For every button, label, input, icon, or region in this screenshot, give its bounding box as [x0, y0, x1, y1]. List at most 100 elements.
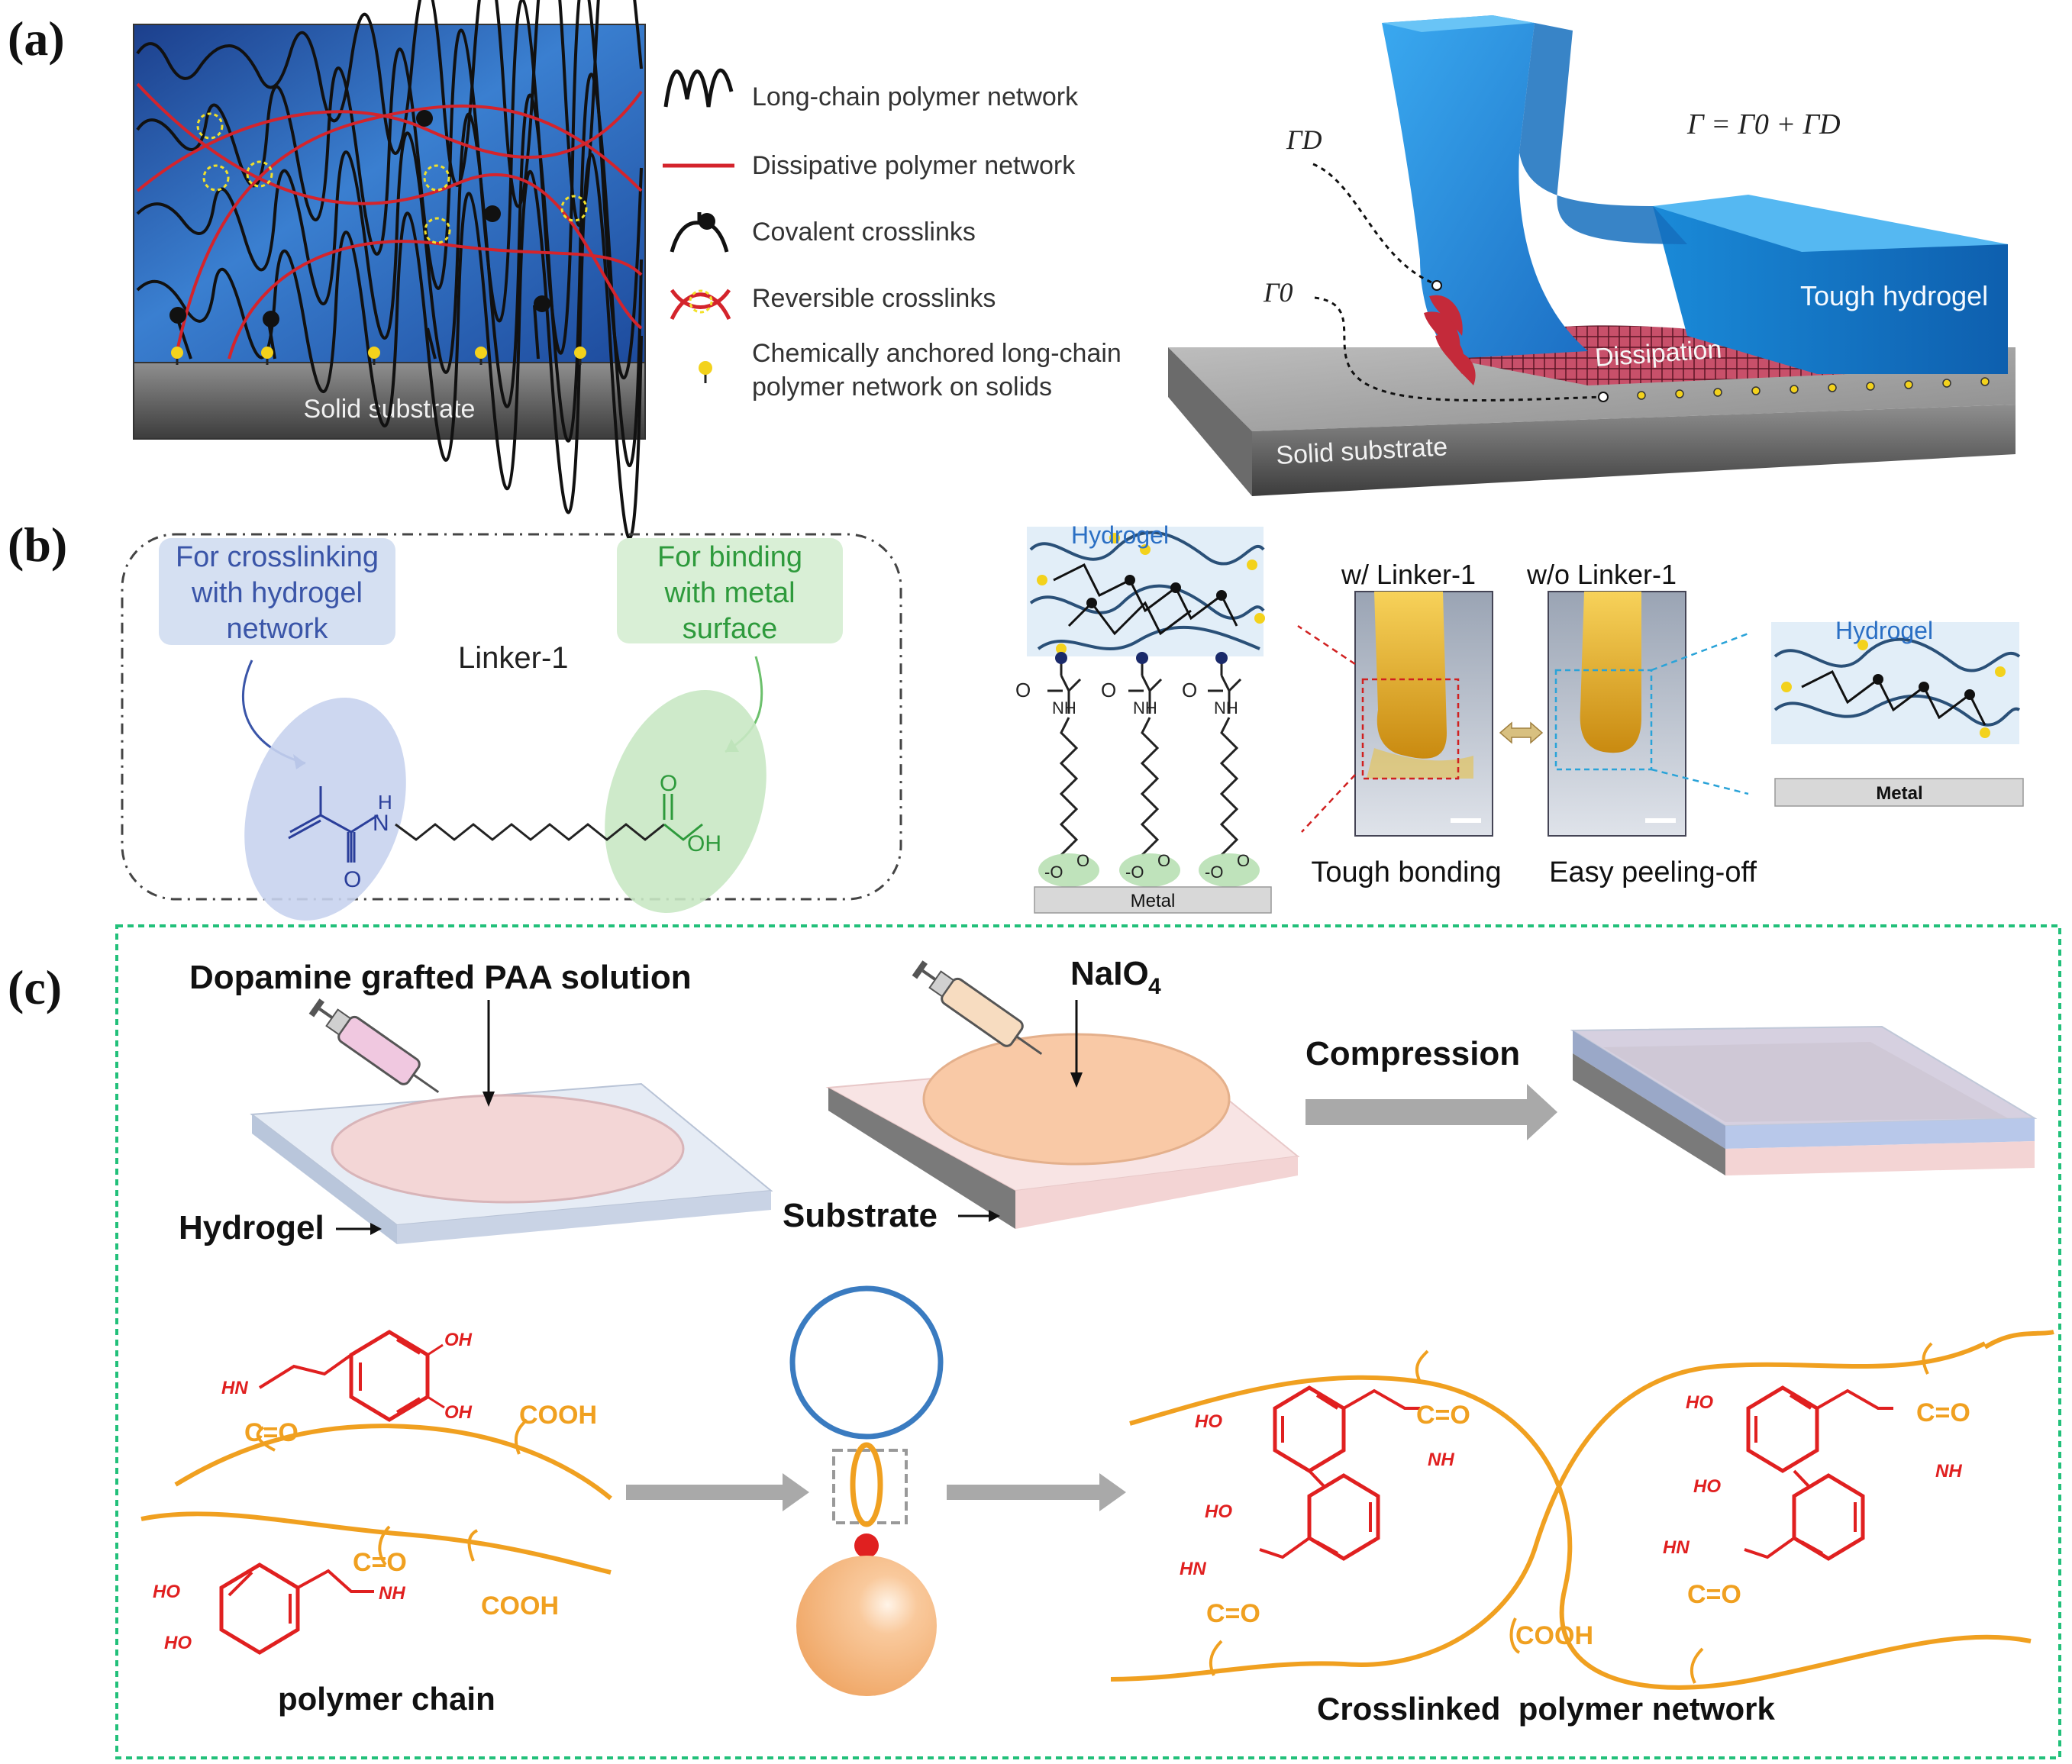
- carboxylate-1-ominus: -O: [1044, 863, 1063, 882]
- gamma-d-label: ΓD: [1286, 124, 1322, 155]
- legend-label-long-chain: Long-chain polymer network: [752, 82, 1079, 111]
- net-right-nh: NH: [1935, 1461, 1962, 1482]
- linker-o-atom-left: O: [344, 867, 361, 892]
- chain1-co: C=O: [244, 1418, 299, 1447]
- crosslinking-line3: network: [226, 613, 328, 645]
- legend-label-covalent: Covalent crosslinks: [752, 218, 976, 247]
- crosslinked-network-label: Crosslinked polymer network: [1317, 1691, 1775, 1727]
- substrate-step-label: Substrate: [783, 1197, 938, 1234]
- naio4-label: NaIO: [1070, 955, 1149, 992]
- tough-bonding-label: Tough bonding: [1311, 856, 1501, 888]
- gamma-0-label: Γ0: [1263, 277, 1293, 308]
- anchor-pin-icon: [699, 361, 712, 383]
- panel-a-peeling-illustration: Solid substrate Dissipation Tough hydrog…: [1168, 15, 2016, 496]
- hydrogel-label-mid: Hydrogel: [1071, 521, 1169, 549]
- chain1-oh-top: OH: [444, 1330, 473, 1350]
- net-cooh: COOH: [1515, 1621, 1593, 1650]
- metal-label-mid: Metal: [1131, 891, 1176, 911]
- panel-b-linker-schematic: For crosslinking with hydrogel network F…: [121, 533, 902, 921]
- chain2-ho-bottom: HO: [164, 1633, 192, 1653]
- panel-label-c: (c): [8, 960, 62, 1014]
- net-right-ho-bottom: HO: [1693, 1476, 1721, 1497]
- chain2-cooh: COOH: [481, 1591, 559, 1620]
- panel-a-network-schematic: Solid substrate: [133, 0, 646, 540]
- hydrogel-step-label: Hydrogel: [179, 1209, 324, 1246]
- panel-c-step-compression: Compression: [1305, 1025, 2038, 1175]
- covalent-crosslink-icon: [670, 212, 729, 253]
- compression-label: Compression: [1305, 1035, 1520, 1072]
- panel-b-hydrogel-linker-diagram: Hydrogel O NH O NH O NH -O O -O O -O O: [1015, 521, 1272, 914]
- panel-c-step-substrate: NaIO 4 Substrate: [783, 955, 1300, 1234]
- panel-a-legend: Long-chain polymer network Dissipative p…: [663, 68, 1122, 401]
- naio4-subscript: 4: [1148, 974, 1161, 999]
- reaction-arrow-2-icon: [947, 1473, 1126, 1511]
- carboxylate-3-ominus: -O: [1205, 863, 1223, 882]
- panel-c-step-hydrogel: Dopamine grafted PAA solution Hydrogel: [179, 959, 773, 1246]
- tough-hydrogel-label: Tough hydrogel: [1800, 280, 1988, 311]
- chain1-hn: HN: [221, 1378, 248, 1398]
- brush3-o: O: [1182, 679, 1197, 701]
- panel-c-polymer-chain: OH OH HN C=O COOH HO HO NH C=O COOH poly…: [140, 1330, 612, 1717]
- hydrogel-label-right: Hydrogel: [1835, 617, 1933, 644]
- panel-c-border: [115, 924, 2061, 1759]
- net-left-nh: NH: [1428, 1450, 1454, 1470]
- linker-h-atom: H: [378, 791, 392, 814]
- panel-b-detached-hydrogel: Hydrogel Metal: [1771, 617, 2024, 807]
- net-right-ho-top: HO: [1686, 1392, 1713, 1413]
- panel-label-b: (b): [8, 518, 67, 572]
- toughness-equation: Γ = Γ0 + ΓD: [1686, 108, 1841, 140]
- linker-name: Linker-1: [458, 641, 569, 675]
- crosslinking-box: [159, 538, 395, 645]
- legend-label-anchored-line1: Chemically anchored long-chain: [752, 339, 1122, 368]
- net-left-ho-top: HO: [1195, 1411, 1222, 1432]
- brush3-nh: NH: [1214, 698, 1238, 718]
- chain2-nh: NH: [379, 1583, 405, 1604]
- binding-box: [617, 538, 843, 643]
- reaction-arrow-1-icon: [626, 1473, 809, 1511]
- without-linker-label: w/o Linker-1: [1526, 559, 1677, 590]
- carboxylate-1-o: O: [1076, 851, 1089, 870]
- carboxylate-3-o: O: [1237, 851, 1250, 870]
- photo-with-linker: [1354, 591, 1493, 837]
- binding-line2: with metal: [663, 577, 795, 609]
- net-left-ho-bottom: HO: [1205, 1501, 1232, 1522]
- net-right-co: C=O: [1916, 1398, 1970, 1427]
- easy-peeling-label: Easy peeling-off: [1549, 856, 1757, 888]
- chain1-oh-bottom: OH: [444, 1402, 473, 1423]
- linker-o-atom-right: O: [660, 771, 677, 796]
- syringe-icon-orange: [912, 960, 1043, 1056]
- chain2-co: C=O: [353, 1548, 407, 1577]
- carboxylate-2-o: O: [1157, 851, 1170, 870]
- polymer-chain-label: polymer chain: [278, 1681, 495, 1717]
- net-left-co-bottom: C=O: [1206, 1599, 1260, 1628]
- wavy-chain-icon: [663, 68, 734, 108]
- legend-label-anchored-line2: polymer network on solids: [752, 372, 1052, 401]
- brush1-o: O: [1015, 679, 1031, 701]
- brush2-o: O: [1101, 679, 1116, 701]
- crosslinking-line2: with hydrogel: [191, 577, 363, 609]
- panel-label-a: (a): [8, 11, 65, 66]
- carboxylate-2-ominus: -O: [1125, 863, 1144, 882]
- net-left-co: C=O: [1416, 1401, 1470, 1430]
- legend-label-reversible: Reversible crosslinks: [752, 284, 996, 313]
- with-linker-label: w/ Linker-1: [1341, 559, 1476, 590]
- legend-label-dissipative: Dissipative polymer network: [752, 151, 1076, 180]
- reversible-crosslink-icon: [670, 289, 731, 321]
- syringe-icon-pink: [308, 998, 440, 1094]
- net-right-hn: HN: [1663, 1537, 1690, 1558]
- metal-label-right: Metal: [1876, 783, 1922, 804]
- linker-oh-atom: OH: [687, 831, 721, 856]
- linker-n-atom: N: [373, 811, 389, 836]
- panel-c-crosslinked-network: HO HO C=O NH HN C=O COOH HO HO C=O NH HN…: [1110, 1330, 2054, 1727]
- dopamine-solution-label: Dopamine grafted PAA solution: [189, 959, 692, 996]
- panel-b-photos: w/ Linker-1 w/o Linker-1 Tough bonding E…: [1297, 559, 1757, 888]
- brush2-nh: NH: [1133, 698, 1157, 718]
- binding-line1: For binding: [657, 541, 802, 573]
- chain1-cooh: COOH: [519, 1401, 597, 1430]
- net-right-co-bottom: C=O: [1687, 1580, 1741, 1609]
- photo-without-linker: [1548, 591, 1686, 837]
- compression-arrow-icon: [1305, 1084, 1557, 1140]
- binding-line3: surface: [683, 613, 778, 645]
- brush1-nh: NH: [1052, 698, 1076, 718]
